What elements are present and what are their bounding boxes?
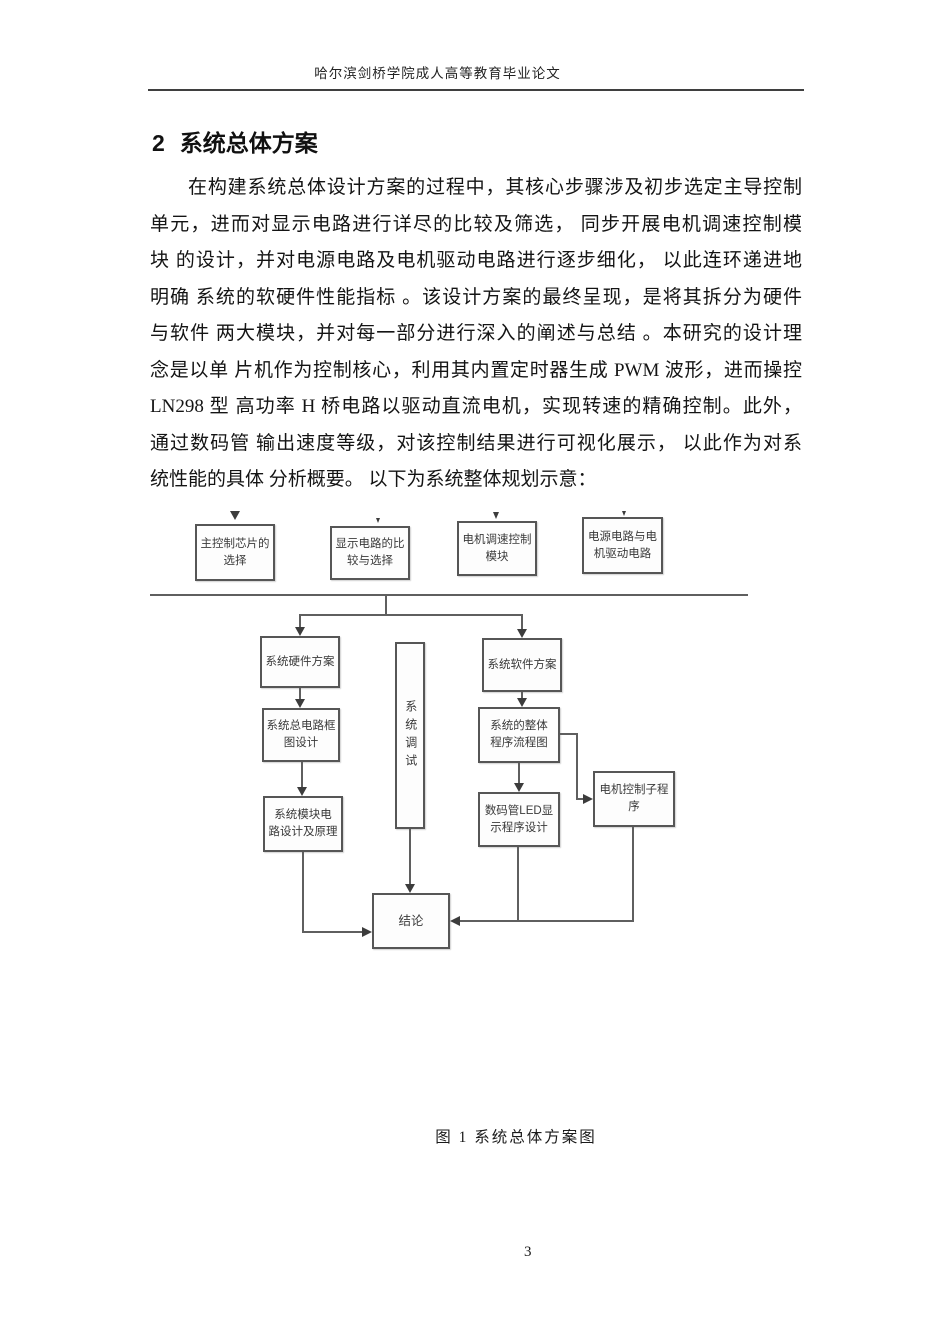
connector <box>302 931 364 933</box>
flow-box-motor-sub: 电机控制子程 序 <box>593 771 675 827</box>
section-number: 2 <box>152 130 165 156</box>
page-header: 哈尔滨剑桥学院成人高等教育毕业论文 <box>314 66 561 81</box>
arrow-down-icon <box>376 518 380 523</box>
header-rule <box>148 89 804 91</box>
flow-box-led-display: 数码管LED显 示程序设计 <box>478 792 560 847</box>
paragraph-line: 块 的设计，并对电源电路及电机驱动电路进行逐步细化， 以此连环递进地 <box>150 250 802 271</box>
connector <box>302 852 304 933</box>
connector <box>299 688 301 701</box>
connector <box>576 798 584 800</box>
arrow-down-icon <box>517 698 527 707</box>
section-title: 系统总体方案 <box>179 130 318 156</box>
paragraph-line: 念是以单 片机作为控制核心，利用其内置定时器生成 PWM 波形，进而操控 <box>150 359 802 381</box>
flow-box-conclusion: 结论 <box>372 893 450 949</box>
flow-box-software-plan: 系统软件方案 <box>482 638 562 692</box>
paragraph-line: 与软件 两大模块，并对每一部分进行深入的阐述与总结 。本研究的设计理 <box>150 323 802 344</box>
paragraph-line: 单元，进而对显示电路进行详尽的比较及筛选， 同步开展电机调速控制模 <box>150 213 802 235</box>
arrow-down-icon <box>297 787 307 796</box>
paragraph-line: 通过数码管 输出速度等级，对该控制结果进行可视化展示， 以此作为对系 <box>150 432 802 454</box>
figure-caption: 图 1 系统总体方案图 <box>435 1129 597 1146</box>
flow-box-overall-circuit: 系统总电路框 图设计 <box>262 708 340 762</box>
paragraph-line: 统性能的具体 分析概要。 以下为系统整体规划示意： <box>150 469 597 490</box>
arrow-right-icon <box>583 794 593 804</box>
flow-box-display-circuit: 显示电路的比 较与选择 <box>330 526 410 580</box>
connector <box>518 763 520 785</box>
arrow-down-icon <box>230 511 240 520</box>
paragraph-line: 明确 系统的软硬件性能指标 。该设计方案的最终呈现，是将其拆分为硬件 <box>150 286 802 308</box>
arrow-down-icon <box>295 627 305 636</box>
arrow-down-icon <box>405 884 415 893</box>
flow-box-motor-speed: 电机调速控制 模块 <box>457 521 537 576</box>
arrow-right-icon <box>362 927 372 937</box>
connector <box>632 827 634 922</box>
connector <box>385 595 387 615</box>
connector <box>521 692 523 700</box>
connector-main-line <box>150 594 748 596</box>
connector <box>560 733 578 735</box>
paragraph-line: 在构建系统总体设计方案的过程中，其核心步骤涉及初步选定主导控制 <box>188 177 802 198</box>
connector <box>521 614 523 631</box>
connector <box>299 614 301 630</box>
arrow-down-icon <box>493 512 499 519</box>
flow-box-power-drive: 电源电路与电 机驱动电路 <box>582 517 663 574</box>
page-number: 3 <box>524 1244 532 1260</box>
connector <box>576 733 578 800</box>
paragraph-line: LN298 型 高功率 H 桥电路以驱动直流电机，实现转速的精确控制。此外， <box>150 396 802 417</box>
flow-box-module-circuit: 系统模块电 路设计及原理 <box>263 796 343 852</box>
connector <box>458 920 634 922</box>
arrow-down-icon <box>295 699 305 708</box>
connector <box>517 847 519 922</box>
connector <box>301 762 303 788</box>
flow-box-main-chip: 主控制芯片的 选择 <box>195 524 275 581</box>
section-heading: 2 系统总体方案 <box>152 124 318 158</box>
body-paragraph: 在构建系统总体设计方案的过程中，其核心步骤涉及初步选定主导控制 单元，进而对显示… <box>150 170 802 499</box>
arrow-left-icon <box>450 916 460 926</box>
connector <box>300 614 522 616</box>
arrow-down-icon <box>517 629 527 638</box>
arrow-down-icon <box>514 783 524 792</box>
flow-box-debug: 系统调试 <box>395 642 425 829</box>
connector <box>409 829 411 886</box>
arrow-down-icon <box>622 511 626 516</box>
flow-box-program-flow: 系统的整体 程序流程图 <box>478 707 560 763</box>
flow-box-hardware-plan: 系统硬件方案 <box>260 636 340 688</box>
